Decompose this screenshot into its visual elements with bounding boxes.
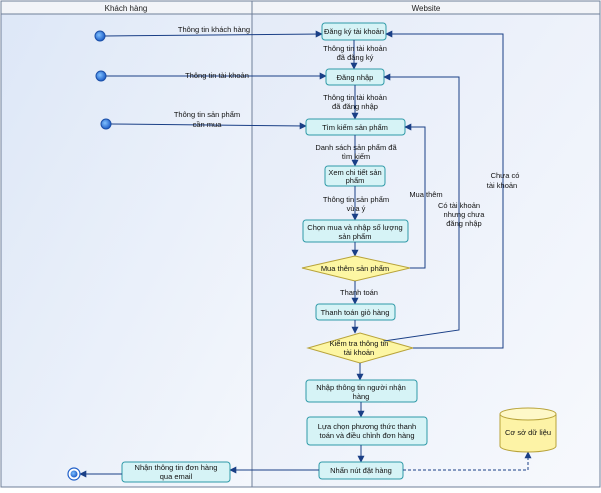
activity-detail-label-2: phẩm: [346, 176, 365, 185]
final-node: [67, 467, 81, 481]
activity-payment-method: [306, 416, 428, 446]
label-chosen-2: vừa ý: [347, 204, 366, 213]
activity-login-label: Đăng nhập: [337, 73, 374, 82]
label-product-info-1: Thông tin sản phẩm: [174, 110, 240, 119]
input-node-customer-info: [94, 30, 106, 42]
lane-customer-title: Khách hàng: [105, 4, 148, 13]
activity-receive-label-1: Nhận thông tin đơn hàng: [135, 463, 218, 472]
activity-enter-label-1: Nhập thông tin người nhận: [316, 383, 406, 392]
label-no-account-1: Chưa có: [491, 171, 520, 180]
label-product-info-2: cần mua: [193, 120, 223, 129]
datastore-database: [499, 407, 557, 453]
activity-receive-label-2: qua email: [160, 472, 193, 481]
decision-buy-more-label: Mua thêm sản phẩm: [321, 264, 389, 273]
lane-website-title: Website: [412, 4, 441, 13]
flow-buy-more-loop: [404, 123, 426, 269]
activity-choose-label-1: Chọn mua và nhập số lượng: [307, 223, 402, 232]
activity-search-label: Tìm kiếm sản phẩm: [322, 123, 388, 132]
input-node-account-info: [95, 70, 107, 82]
label-no-account-2: tài khoản: [487, 181, 517, 190]
activity-register-label: Đăng ký tài khoản: [324, 27, 384, 36]
label-registered-1: Thông tin tài khoản: [323, 44, 387, 53]
lane-customer: [0, 0, 253, 488]
activity-method-label-2: toán và điều chỉnh đơn hàng: [320, 431, 415, 440]
label-logged-2: đã đăng nhập: [332, 102, 378, 111]
activity-detail-label-1: Xem chi tiết sản: [328, 168, 381, 177]
activity-enter-label-2: hàng: [353, 392, 370, 401]
flow-product-info: [110, 122, 307, 130]
activity-press-label: Nhấn nút đặt hàng: [330, 466, 392, 475]
label-list-2: tìm kiếm: [342, 152, 370, 161]
activity-pay-cart-label: Thanh toán giỏ hàng: [321, 308, 390, 317]
label-customer-info: Thông tin khách hàng: [178, 25, 250, 34]
label-payment: Thanh toán: [340, 288, 378, 297]
activity-receive-email: [121, 461, 231, 483]
label-not-logged-2: nhưng chưa: [444, 210, 486, 219]
flow-customer-info: [104, 30, 323, 38]
label-chosen-1: Thông tin sản phẩm: [323, 195, 389, 204]
lane-website-header: [251, 0, 601, 15]
label-buy-more: Mua thêm: [409, 190, 442, 199]
input-node-product-info: [100, 118, 112, 130]
datastore-label: Cơ sở dữ liệu: [505, 428, 551, 437]
label-list-1: Danh sách sản phẩm đã: [315, 143, 397, 152]
flow-no-account-loop: [385, 30, 504, 349]
label-not-logged-3: đăng nhập: [446, 219, 481, 228]
lane-website: [251, 0, 601, 488]
label-registered-2: đã đăng ký: [337, 53, 374, 62]
flow-not-logged-loop: [383, 73, 460, 342]
decision-check-label-1: Kiểm tra thông tin: [330, 339, 389, 348]
flow-to-datastore: [403, 451, 532, 471]
label-logged-1: Thông tin tài khoản: [323, 93, 387, 102]
activity-method-label-1: Lựa chọn phương thức thanh: [318, 422, 416, 431]
activity-choose-label-2: sản phẩm: [339, 232, 372, 241]
label-account-info: Thông tin tài khoản: [185, 71, 249, 80]
decision-check-label-2: tài khoản: [344, 348, 374, 357]
label-not-logged-1: Có tài khoản: [438, 201, 480, 210]
